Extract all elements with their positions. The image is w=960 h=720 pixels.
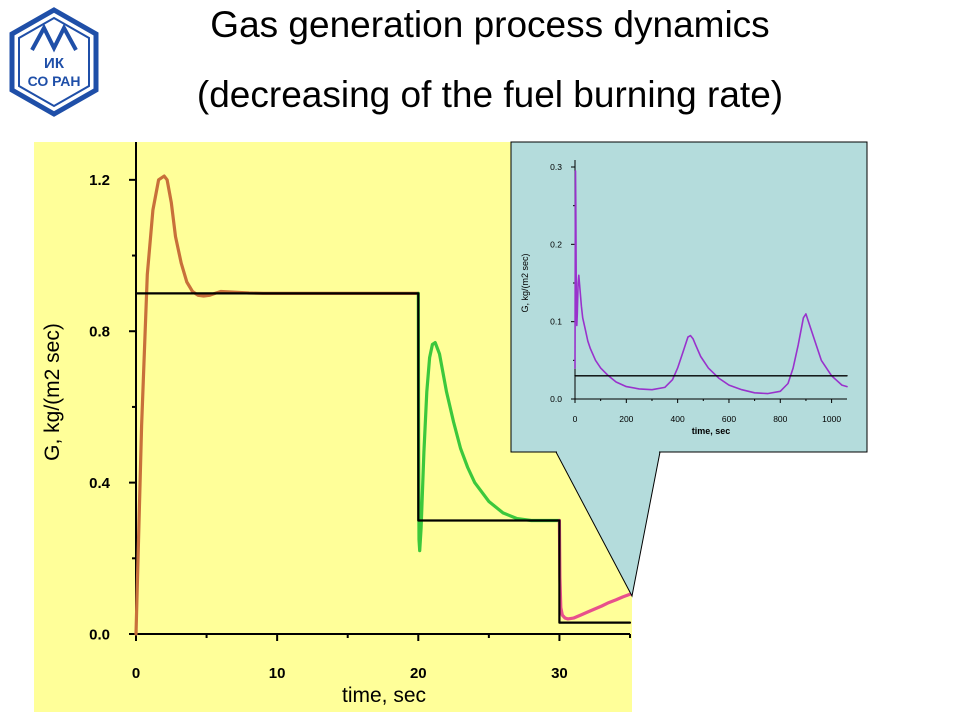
inset-series-line-1 (574, 170, 848, 395)
main-y-axis-label: G, kg/(m2 sec) (41, 323, 64, 461)
main-y-tick-label: 1.2 (89, 172, 110, 189)
main-y-tick-label: 0.4 (89, 475, 111, 492)
inset-plot-background (510, 141, 868, 453)
main-x-tick-label: 30 (551, 665, 568, 682)
main-x-tick-label: 10 (269, 665, 286, 682)
main-x-tick-label: 20 (410, 665, 427, 682)
logo-hexagon-outer (9, 7, 99, 117)
slide-title: Gas generation process dynamics (decreas… (0, 0, 960, 130)
main-x-axis-label: time, sec (342, 684, 426, 707)
inset-x-tick-label: 200 (619, 414, 633, 424)
title-line-1: Gas generation process dynamics (210, 4, 770, 45)
inset-y-axis-label: G, kg/(m2 sec) (520, 253, 530, 312)
main-x-tick-label: 0 (132, 665, 140, 682)
main-y-tick-label: 0.0 (89, 626, 110, 643)
logo-text-line-1: ИК (44, 55, 65, 72)
logo-hexagon-inner (18, 16, 90, 108)
main-reference-line (136, 292, 632, 624)
logo-text-line-2: СО РАН (28, 73, 81, 89)
inset-x-tick-label: 400 (671, 414, 685, 424)
logo-mark (30, 23, 78, 53)
main-chart: G, kg/(m2 sec) time, sec 0 10 20 30 0.0 0.4 0.… (41, 142, 632, 707)
inset-x-tick-label: 600 (722, 414, 736, 424)
title-line-2: (decreasing of the fuel burning rate) (196, 74, 784, 115)
main-series-line-2 (416, 291, 562, 553)
inset-x-tick-label: 800 (773, 414, 787, 424)
inset-y-tick-label: 0.3 (550, 162, 562, 172)
inset-x-axis-label: time, sec (692, 426, 731, 436)
main-series-line-3 (557, 518, 632, 621)
inset-y-tick-label: 0.2 (550, 239, 562, 249)
institute-logo: ИК СО РАН (9, 7, 99, 117)
inset-chart: G, kg/(m2 sec) time, sec 0 200 400 600 800 10… (520, 160, 848, 436)
main-y-tick-label: 0.8 (89, 323, 110, 340)
inset-x-tick-label: 1000 (822, 414, 841, 424)
inset-y-tick-label: 0.0 (550, 394, 562, 404)
inset-x-tick-label: 0 (573, 414, 578, 424)
inset-y-tick-label: 0.1 (550, 317, 562, 327)
